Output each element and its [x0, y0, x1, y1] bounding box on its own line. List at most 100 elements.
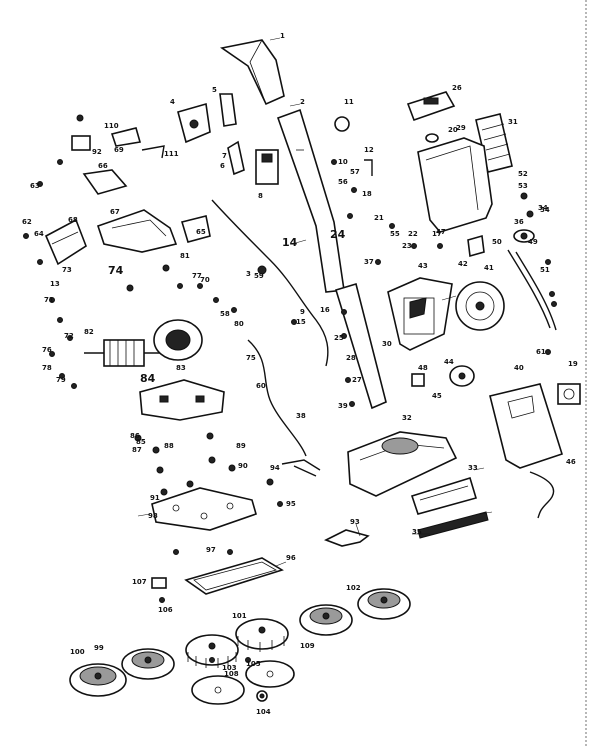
motor-brush-frame-84 — [139, 379, 225, 421]
brush-101-right — [235, 618, 289, 652]
callout-25: 25 — [334, 334, 344, 342]
callout-27: 27 — [352, 376, 362, 384]
callout-108: 108 — [224, 670, 239, 678]
brush-102-right — [357, 588, 411, 620]
callout-91: 91 — [150, 494, 160, 502]
callout-24: 24 — [330, 228, 346, 241]
label-plate-19 — [557, 383, 581, 405]
callout-103: 103 — [222, 664, 237, 672]
callout-67: 67 — [110, 208, 120, 216]
callout-19: 19 — [568, 360, 578, 368]
clip-92 — [71, 135, 91, 151]
callout-61: 61 — [536, 348, 546, 356]
handle-grip — [219, 39, 285, 106]
callout-22: 22 — [408, 230, 418, 238]
callout-39: 39 — [338, 402, 348, 410]
callout-17: 17 — [432, 230, 442, 238]
gasket-96 — [184, 557, 284, 595]
callout-34: 34 — [538, 204, 548, 212]
fan-housing-68 — [44, 218, 87, 266]
washer-104 — [256, 690, 268, 702]
switch-housing — [177, 102, 211, 144]
fan-disc-44 — [449, 365, 475, 387]
callout-12: 12 — [364, 146, 374, 154]
callout-95: 95 — [286, 500, 296, 508]
pad-103-right — [245, 660, 295, 688]
callout-14: 14 — [282, 236, 298, 249]
callout-60: 60 — [256, 382, 266, 390]
callout-38: 38 — [296, 412, 306, 420]
callout-88: 88 — [164, 442, 174, 450]
callout-50: 50 — [492, 238, 502, 246]
callout-71: 71 — [44, 296, 54, 304]
solution-tank-20 — [417, 137, 493, 233]
callout-36: 36 — [514, 218, 524, 226]
callout-59: 59 — [254, 272, 264, 280]
callout-5: 5 — [212, 86, 217, 94]
callout-72: 72 — [64, 332, 74, 340]
callout-104: 104 — [256, 708, 271, 716]
callout-41: 41 — [484, 264, 494, 272]
callout-65: 65 — [196, 228, 206, 236]
connector-block-15 — [180, 215, 211, 243]
callout-4: 4 — [170, 98, 175, 106]
callout-92: 92 — [92, 148, 102, 156]
callout-111: 111 — [164, 150, 179, 158]
callout-11: 11 — [344, 98, 354, 106]
callout-97: 97 — [206, 546, 216, 554]
callout-77: 77 — [192, 272, 202, 280]
callout-94: 94 — [270, 464, 280, 472]
callout-80: 80 — [234, 320, 244, 328]
callout-76: 76 — [42, 346, 52, 354]
callout-90: 90 — [238, 462, 248, 470]
clip-12 — [364, 159, 373, 176]
lower-handle-tube — [335, 282, 387, 410]
callout-42: 42 — [458, 260, 468, 268]
callout-26: 26 — [452, 84, 462, 92]
callout-32: 32 — [402, 414, 412, 422]
callout-53: 53 — [518, 182, 528, 190]
cap-29 — [425, 133, 439, 143]
pad-103-left — [191, 675, 245, 705]
motor-field-coil-83 — [153, 319, 203, 361]
switch-block-8 — [255, 149, 279, 185]
callout-7: 7 — [222, 152, 227, 160]
callout-43: 43 — [418, 262, 428, 270]
callout-102: 102 — [346, 584, 361, 592]
callout-29: 29 — [456, 124, 466, 132]
callout-57: 57 — [350, 168, 360, 176]
floor-nozzle-32 — [347, 431, 458, 497]
callout-64: 64 — [34, 230, 44, 238]
knob-11 — [334, 116, 350, 132]
callout-93: 93 — [350, 518, 360, 526]
callout-9: 9 — [300, 308, 305, 316]
callout-44: 44 — [444, 358, 454, 366]
callout-62: 62 — [22, 218, 32, 226]
callout-109: 109 — [300, 642, 315, 650]
callout-106: 106 — [158, 606, 173, 614]
recovery-tank-40 — [489, 383, 563, 469]
power-cord-14 — [211, 199, 329, 367]
callout-1: 1 — [280, 32, 285, 40]
callout-56: 56 — [338, 178, 348, 186]
leader-lines — [137, 37, 493, 567]
wire-nut-group-94 — [281, 459, 321, 477]
switch-45 — [411, 373, 425, 387]
brush-101-left — [185, 634, 239, 668]
callout-2: 2 — [300, 98, 305, 106]
callout-68: 68 — [68, 216, 78, 224]
callout-37: 37 — [364, 258, 374, 266]
callout-58: 58 — [220, 310, 230, 318]
coupler-36 — [513, 229, 535, 243]
callout-87: 87 — [132, 446, 142, 454]
gear-47 — [467, 234, 485, 258]
callout-15: 15 — [296, 318, 306, 326]
callout-75: 75 — [246, 354, 256, 362]
callout-66: 66 — [98, 162, 108, 170]
brush-99-right — [121, 648, 175, 680]
callout-84: 84 — [140, 372, 156, 385]
callout-51: 51 — [540, 266, 550, 274]
callout-74: 74 — [108, 264, 124, 277]
callout-46: 46 — [566, 458, 576, 466]
